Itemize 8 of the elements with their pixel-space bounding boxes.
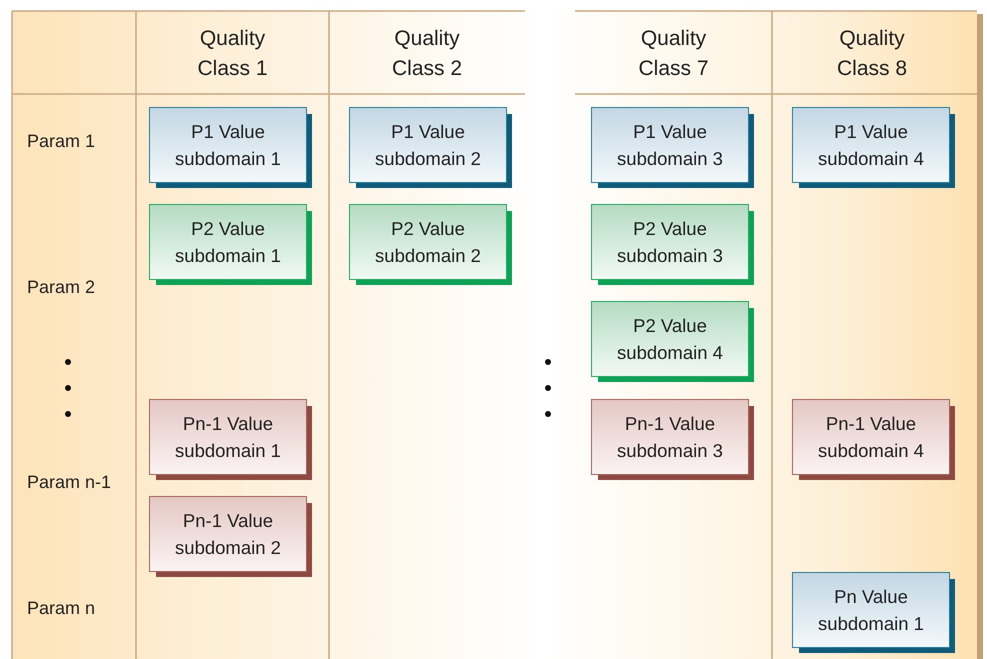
column-header: Quality Class 2 <box>390 26 464 82</box>
row-label: Param 1 <box>27 131 96 152</box>
column-header: Quality Class 8 <box>836 26 908 82</box>
column-header: Quality Class 7 <box>637 26 710 82</box>
row-label: Param n <box>27 598 96 619</box>
row-label: Param 2 <box>27 277 96 298</box>
column-header: Quality Class 1 <box>196 26 269 82</box>
row-label: Param n-1 <box>27 472 112 493</box>
